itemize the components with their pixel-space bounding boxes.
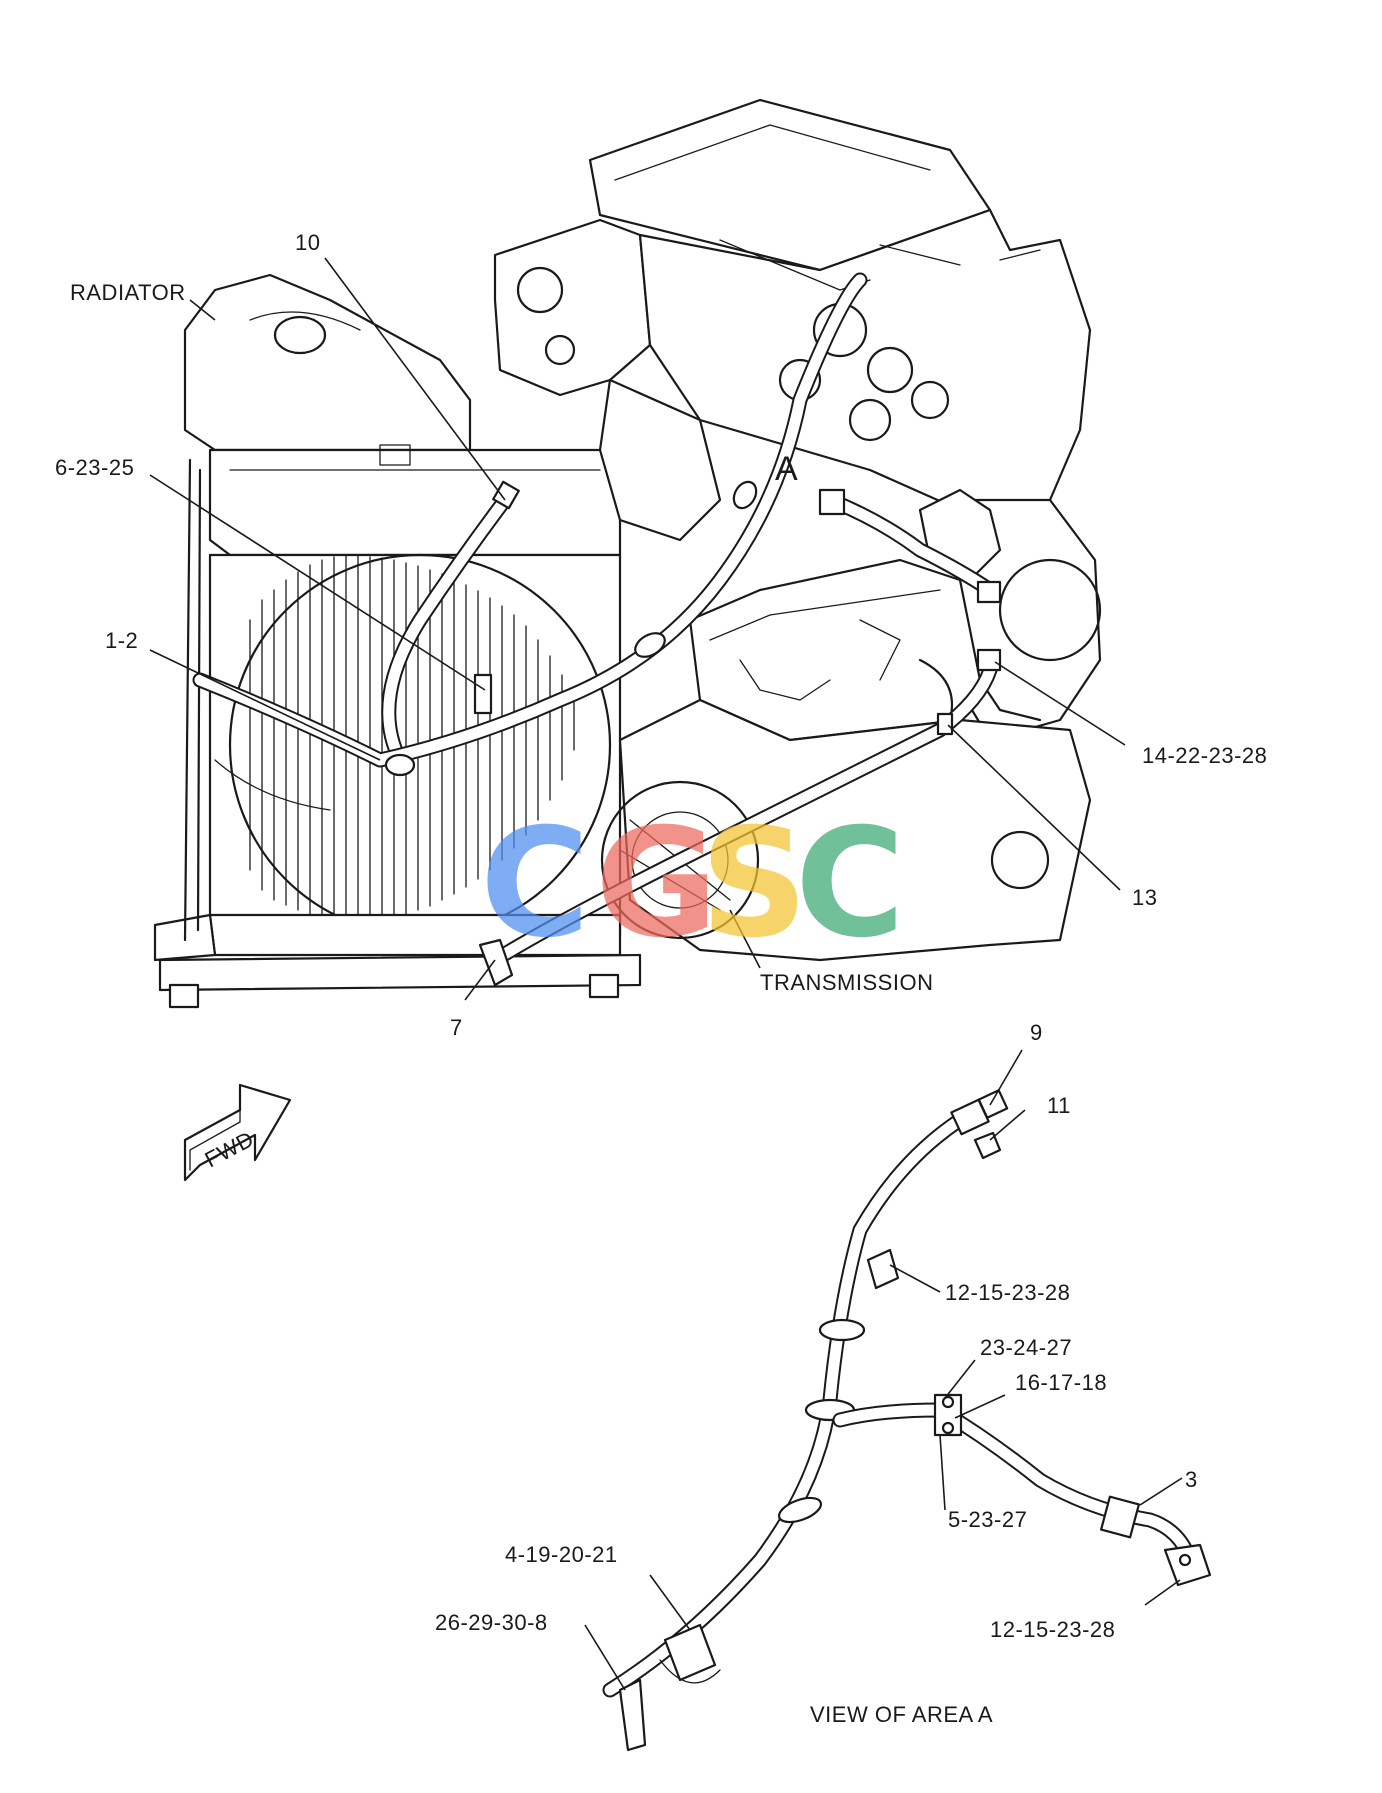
watermark-letter-2: G [595, 797, 718, 971]
label-transmission: TRANSMISSION [760, 970, 933, 995]
cgsc-watermark: C G S C [480, 797, 905, 971]
callout-3: 3 [1185, 1467, 1198, 1492]
watermark-letter-3: S [700, 797, 808, 971]
callout-10: 10 [295, 230, 320, 255]
detail-view-a [602, 1089, 1212, 1752]
callout-14-22-23-28: 14-22-23-28 [1142, 743, 1267, 768]
watermark-letter-4: C [795, 797, 905, 971]
callout-12-15-23-28-top: 12-15-23-28 [945, 1280, 1070, 1305]
leader-lines [149, 257, 1183, 1691]
callout-7: 7 [450, 1015, 463, 1040]
label-radiator: RADIATOR [70, 280, 186, 305]
callout-labels: RADIATOR TRANSMISSION VIEW OF AREA A A 1… [55, 230, 1267, 1727]
callout-26-29-30-8: 26-29-30-8 [435, 1610, 548, 1635]
watermark-letter-1: C [480, 797, 590, 971]
callout-9: 9 [1030, 1020, 1043, 1045]
engine-block [493, 98, 1102, 742]
callout-11: 11 [1047, 1093, 1071, 1118]
label-view-of-area-a: VIEW OF AREA A [810, 1702, 993, 1727]
callout-12-15-23-28-bottom: 12-15-23-28 [990, 1617, 1115, 1642]
callout-16-17-18: 16-17-18 [1015, 1370, 1107, 1395]
callout-23-24-27: 23-24-27 [980, 1335, 1072, 1360]
transmission-assembly [600, 558, 1092, 962]
area-a-marker: A [775, 450, 798, 488]
callout-1-2: 1-2 [105, 628, 138, 653]
fwd-arrow: FWD [183, 1083, 292, 1182]
callout-6-23-25: 6-23-25 [55, 455, 134, 480]
callout-13: 13 [1132, 885, 1157, 910]
callout-5-23-27: 5-23-27 [948, 1507, 1027, 1532]
callout-4-19-20-21: 4-19-20-21 [505, 1542, 618, 1567]
